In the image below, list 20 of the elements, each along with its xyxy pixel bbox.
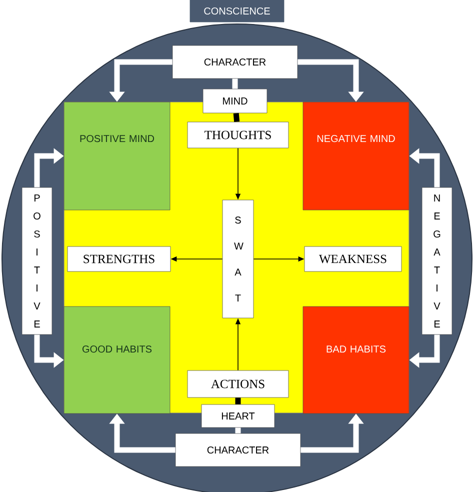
label-box: CHARACTER bbox=[172, 45, 298, 79]
heading-box: CONSCIENCE bbox=[190, 0, 284, 22]
vertical-label-box: P O S I T I V E bbox=[22, 187, 52, 335]
connector bbox=[235, 428, 241, 434]
label-box: STRENGTHS bbox=[67, 246, 171, 272]
connector bbox=[233, 112, 240, 122]
label-box: THOUGHTS bbox=[187, 122, 289, 148]
vertical-label-box: S W A T bbox=[222, 200, 254, 318]
quadrant-box: NEGATIVE MIND bbox=[302, 102, 410, 210]
label-box: MIND bbox=[202, 88, 268, 114]
connector bbox=[232, 78, 238, 89]
label-box: ACTIONS bbox=[187, 370, 289, 398]
label-box: HEART bbox=[201, 404, 275, 428]
quadrant-box: POSITIVE MIND bbox=[64, 102, 170, 210]
connector bbox=[235, 398, 241, 404]
label-box: CHARACTER bbox=[175, 433, 301, 467]
quadrant-box: GOOD HABITS bbox=[64, 306, 170, 414]
vertical-label-box: N E G A T I V E bbox=[422, 187, 452, 335]
quadrant-box: BAD HABITS bbox=[302, 306, 410, 414]
label-box: WEAKNESS bbox=[304, 246, 402, 272]
